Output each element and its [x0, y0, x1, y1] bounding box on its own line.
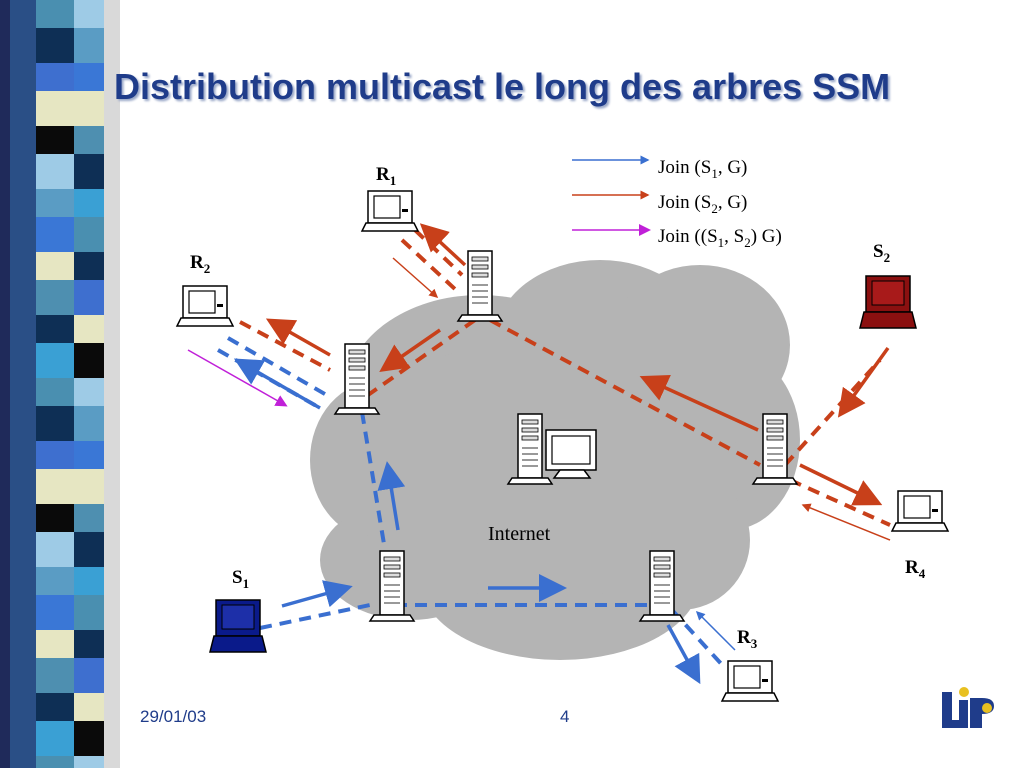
label-r4: R4: [905, 557, 926, 581]
slide-title: Distribution multicast le long des arbre…: [114, 66, 891, 107]
label-s2: S2: [873, 241, 890, 265]
combined-join-arrow: [187, 349, 288, 407]
legend-item-combined: Join ((S1, S2) G): [658, 226, 782, 250]
s1-thin-arrow: [695, 610, 736, 651]
decorative-sidebar: [0, 0, 120, 768]
r1-laptop-icon: [361, 190, 419, 232]
footer-date: 29/01/03: [140, 707, 207, 726]
s2-laptop-icon: [859, 275, 917, 329]
s1-tree-dashed: [217, 336, 727, 670]
s1-laptop-icon: [209, 599, 267, 653]
s2-thin-arrows: [392, 257, 891, 541]
legend-item-s2: Join (S2, G): [658, 192, 747, 216]
label-s1: S1: [232, 567, 249, 591]
ssm-multicast-diagram: R1 R2 R3 R4 S1 S2 Internet Join (S1, G) …: [176, 155, 949, 702]
internet-label: Internet: [488, 523, 551, 545]
label-r1: R1: [376, 164, 396, 188]
r2-laptop-icon: [176, 285, 234, 327]
r4-laptop-icon: [891, 490, 949, 532]
label-r2: R2: [190, 252, 210, 276]
legend-item-s1: Join (S1, G): [658, 157, 747, 181]
central-workstation-icon: [507, 413, 597, 485]
lip6-logo: [942, 687, 994, 728]
s1-join-arrows: [233, 358, 701, 685]
label-r3: R3: [737, 627, 758, 651]
footer-page-number: 4: [560, 707, 570, 726]
legend: Join (S1, G) Join (S2, G) Join ((S1, S2)…: [572, 155, 782, 250]
r3-laptop-icon: [721, 660, 779, 702]
s2-join-arrows: [265, 223, 890, 506]
internet-cloud: [310, 260, 800, 660]
